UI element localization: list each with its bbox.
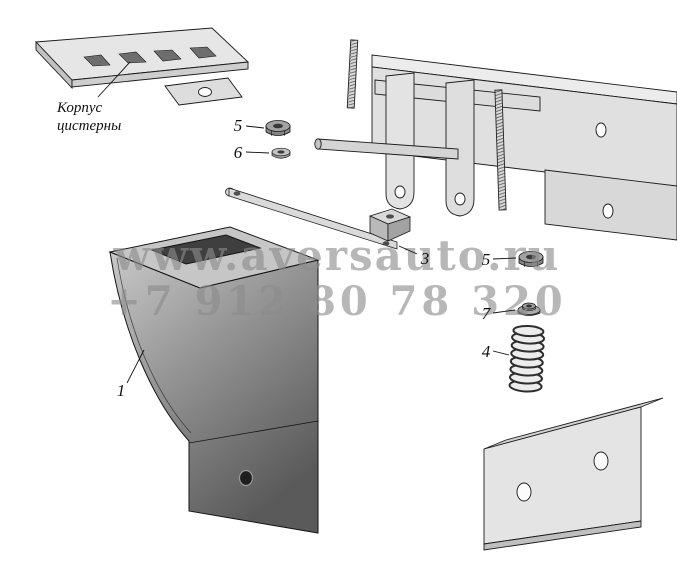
leader-flange-nut (492, 309, 516, 314)
leader-lines (97, 61, 517, 384)
callout-5-top: 5 (234, 116, 243, 135)
rail-hole (602, 203, 614, 219)
callout-6: 6 (234, 143, 243, 162)
callout-3: 3 (420, 249, 430, 268)
leader-nut-top (245, 125, 265, 129)
strap-hole (382, 241, 390, 246)
clamp-bracket (368, 208, 412, 242)
plate-slot (118, 51, 147, 64)
leader-washer-top (245, 151, 270, 154)
tank-support-plate (35, 27, 250, 106)
frame-label-line1: Корпус (56, 100, 103, 116)
callout-4: 4 (482, 342, 491, 361)
watermark: www.aversauto.ru +7 912 80 78 320 (107, 231, 566, 325)
callout-7: 7 (482, 304, 492, 323)
channel-bracket (483, 397, 664, 551)
plate-slot (153, 49, 182, 62)
plate-slot (83, 54, 111, 67)
strap-3 (225, 187, 398, 250)
rail-hole (595, 122, 607, 138)
pivot-pin (314, 138, 459, 160)
bracket-1 (108, 226, 320, 534)
strap-hole (233, 191, 241, 196)
frame-label-line2: цистерны (57, 118, 121, 134)
hanger-hole (454, 192, 466, 206)
hanger-hole (394, 185, 406, 199)
leader-spring (492, 350, 510, 356)
spring-4 (508, 324, 546, 393)
watermark-phone: +7 912 80 78 320 (107, 278, 566, 325)
bracket-slot (150, 234, 262, 265)
plate-hole (198, 87, 212, 97)
nut-5-right (518, 251, 544, 267)
stud-bolt-top (346, 39, 359, 109)
washer-6 (271, 147, 291, 159)
channel-hole (593, 451, 609, 471)
callout-1: 1 (117, 381, 126, 400)
leader-strap (398, 245, 418, 255)
watermark-site: www.aversauto.ru (113, 231, 561, 280)
stud-bolt-right (494, 89, 507, 211)
leader-frame-label (97, 61, 131, 98)
clamp-hole (386, 214, 394, 219)
channel-hole (516, 482, 532, 502)
leader-bracket (126, 349, 145, 384)
callout-5-right: 5 (482, 250, 491, 269)
flange-nut-7 (517, 302, 541, 316)
nut-5-top (265, 120, 291, 136)
leader-nut-right (492, 257, 517, 260)
bracket-hole (238, 469, 254, 487)
plate-slot (189, 46, 217, 59)
hanger-plates (385, 72, 475, 217)
